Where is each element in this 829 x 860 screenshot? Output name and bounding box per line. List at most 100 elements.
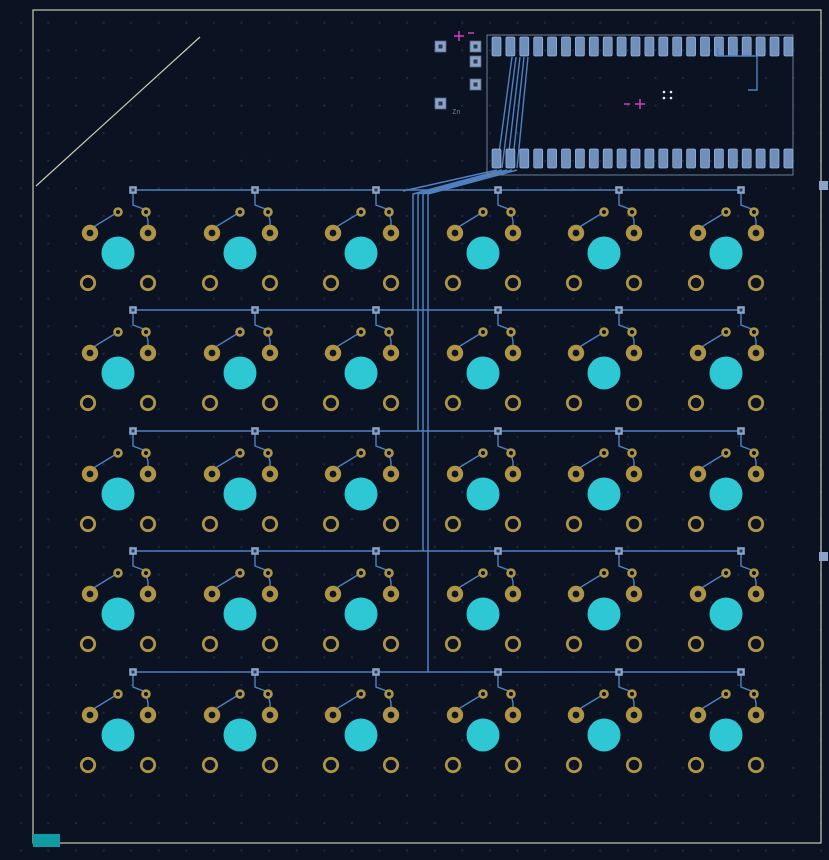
switch-footprint[interactable]: [79, 427, 157, 533]
mcu-pad[interactable]: [672, 36, 683, 57]
switch-footprint[interactable]: [201, 186, 279, 292]
board-outline[interactable]: [32, 9, 822, 844]
column-bundle-trace[interactable]: [422, 169, 513, 551]
mcu-pad[interactable]: [575, 148, 585, 169]
switch-footprint[interactable]: [565, 306, 643, 412]
switch-footprint[interactable]: [201, 668, 279, 774]
via-hole: [253, 429, 257, 433]
mcu-pad[interactable]: [505, 36, 516, 57]
diode-pad-hole: [751, 450, 757, 456]
switch-footprint[interactable]: [201, 427, 279, 533]
mcu-pad[interactable]: [672, 148, 683, 169]
mcu-pad[interactable]: [658, 148, 669, 169]
switch-footprint[interactable]: [687, 306, 765, 412]
via-hole: [374, 308, 378, 312]
switch-footprint[interactable]: [565, 186, 643, 292]
board-chamfer-edge[interactable]: [35, 36, 201, 187]
mcu-pad[interactable]: [644, 148, 655, 169]
mcu-pad[interactable]: [700, 36, 710, 57]
stab-ring-pad: [201, 515, 219, 533]
mcu-pad[interactable]: [755, 36, 766, 57]
mcu-pad[interactable]: [533, 148, 544, 169]
mcu-pad[interactable]: [741, 36, 752, 57]
mcu-pad[interactable]: [519, 36, 530, 57]
switch-footprint[interactable]: [79, 186, 157, 292]
switch-footprint[interactable]: [565, 427, 643, 533]
switch-footprint[interactable]: [565, 547, 643, 653]
mcu-inner-trace[interactable]: [501, 56, 517, 169]
mcu-pad[interactable]: [519, 148, 530, 169]
switch-footprint[interactable]: [79, 668, 157, 774]
diode-pad-hole: [751, 209, 757, 215]
diode-pad-hole: [143, 570, 149, 576]
mcu-pad[interactable]: [769, 148, 780, 169]
diode-pad-hole: [601, 570, 607, 576]
switch-footprint[interactable]: [444, 306, 522, 412]
mcu-pad[interactable]: [783, 36, 794, 57]
mcu-pad[interactable]: [616, 36, 627, 57]
mcu-pad[interactable]: [575, 36, 585, 57]
mcu-pad[interactable]: [755, 148, 766, 169]
mcu-pad[interactable]: [714, 36, 724, 57]
pin-pad-hole: [572, 349, 580, 357]
copper-zone-fill[interactable]: [33, 834, 60, 847]
switch-footprint[interactable]: [322, 186, 400, 292]
mcu-inner-trace[interactable]: [516, 56, 529, 169]
switch-footprint[interactable]: [201, 306, 279, 412]
mcu-pad[interactable]: [561, 148, 571, 169]
mcu-pad[interactable]: [686, 148, 696, 169]
switch-footprint[interactable]: [444, 186, 522, 292]
switch-footprint[interactable]: [444, 547, 522, 653]
mcu-pad[interactable]: [630, 36, 641, 57]
mcu-pad[interactable]: [644, 36, 655, 57]
mcu-pad[interactable]: [741, 148, 752, 169]
switch-footprint[interactable]: [687, 547, 765, 653]
mcu-body-outline: [486, 34, 794, 176]
mcu-pad[interactable]: [783, 148, 794, 169]
switch-footprint[interactable]: [79, 547, 157, 653]
switch-footprint[interactable]: [687, 668, 765, 774]
pin-pad-hole: [451, 590, 459, 598]
mcu-pad[interactable]: [561, 36, 571, 57]
mcu-pad[interactable]: [491, 36, 502, 57]
switch-footprint[interactable]: [687, 427, 765, 533]
switch-footprint[interactable]: [565, 668, 643, 774]
mcu-pad[interactable]: [700, 148, 710, 169]
mcu-pad[interactable]: [505, 148, 516, 169]
column-bundle-trace[interactable]: [412, 169, 503, 310]
switch-footprint[interactable]: [79, 306, 157, 412]
switch-footprint[interactable]: [322, 547, 400, 653]
pin-pad-hole: [387, 349, 395, 357]
switch-footprint[interactable]: [201, 547, 279, 653]
mcu-pad[interactable]: [547, 148, 557, 169]
mcu-pad[interactable]: [630, 148, 641, 169]
switch-footprint[interactable]: [444, 427, 522, 533]
switch-footprint[interactable]: [322, 427, 400, 533]
mcu-pad[interactable]: [602, 148, 613, 169]
mcu-pad[interactable]: [491, 148, 502, 169]
switch-center-hole: [466, 597, 500, 631]
mcu-pad[interactable]: [602, 36, 613, 57]
switch-footprint[interactable]: [687, 186, 765, 292]
switch-footprint[interactable]: [322, 668, 400, 774]
mcu-pad[interactable]: [686, 36, 696, 57]
column-bundle-trace[interactable]: [402, 169, 498, 192]
mcu-pad[interactable]: [547, 36, 557, 57]
test-point-dot: [669, 96, 673, 100]
mcu-pad[interactable]: [658, 36, 669, 57]
mcu-pad[interactable]: [533, 36, 544, 57]
switch-footprint[interactable]: [444, 668, 522, 774]
mcu-pad[interactable]: [769, 36, 780, 57]
mcu-pad[interactable]: [727, 148, 738, 169]
mcu-pad[interactable]: [714, 148, 724, 169]
column-bundle-trace[interactable]: [417, 169, 508, 431]
switch-footprint[interactable]: [322, 306, 400, 412]
column-bundle-trace[interactable]: [427, 169, 518, 672]
mcu-pad[interactable]: [588, 148, 599, 169]
mcu-pad[interactable]: [588, 36, 599, 57]
mcu-module[interactable]: [486, 34, 794, 176]
mcu-pad[interactable]: [616, 148, 627, 169]
mcu-pad[interactable]: [727, 36, 738, 57]
